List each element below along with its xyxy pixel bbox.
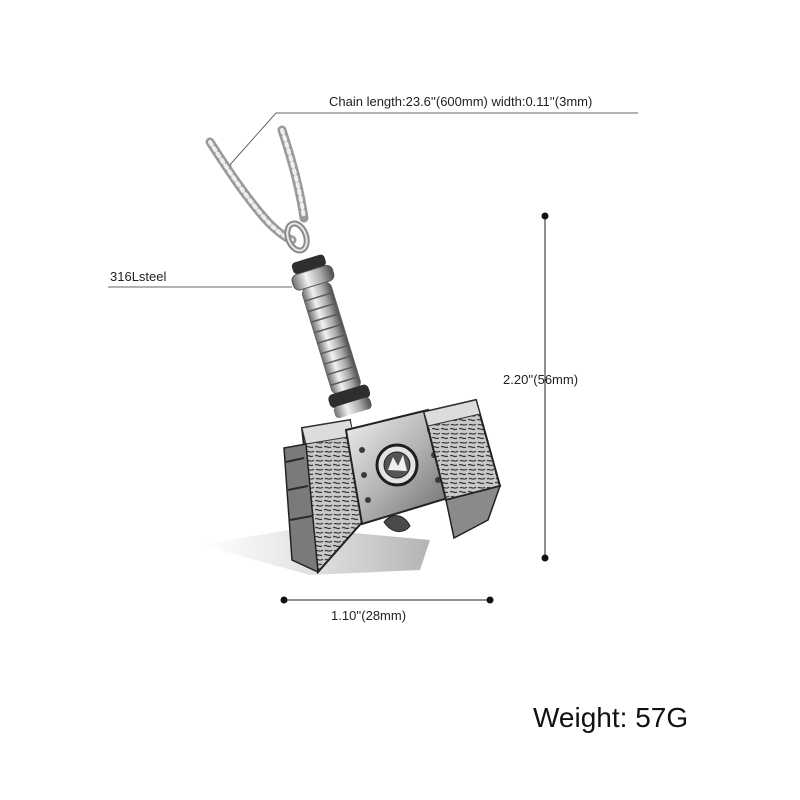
hammer-head — [283, 398, 502, 575]
height-dimension-line — [541, 212, 549, 562]
width-dimension-label: 1.10''(28mm) — [331, 608, 407, 623]
hammer-handle — [291, 254, 372, 419]
chain-length-label: Chain length:23.6''(600mm) width:0.11''(… — [329, 94, 593, 109]
pendant-bail — [284, 220, 310, 254]
weight-label: Weight: 57G — [533, 702, 689, 733]
width-dimension-line — [280, 596, 494, 604]
material-label: 316Lsteel — [110, 269, 167, 284]
height-dimension-label: 2.20''(56mm) — [503, 372, 579, 387]
